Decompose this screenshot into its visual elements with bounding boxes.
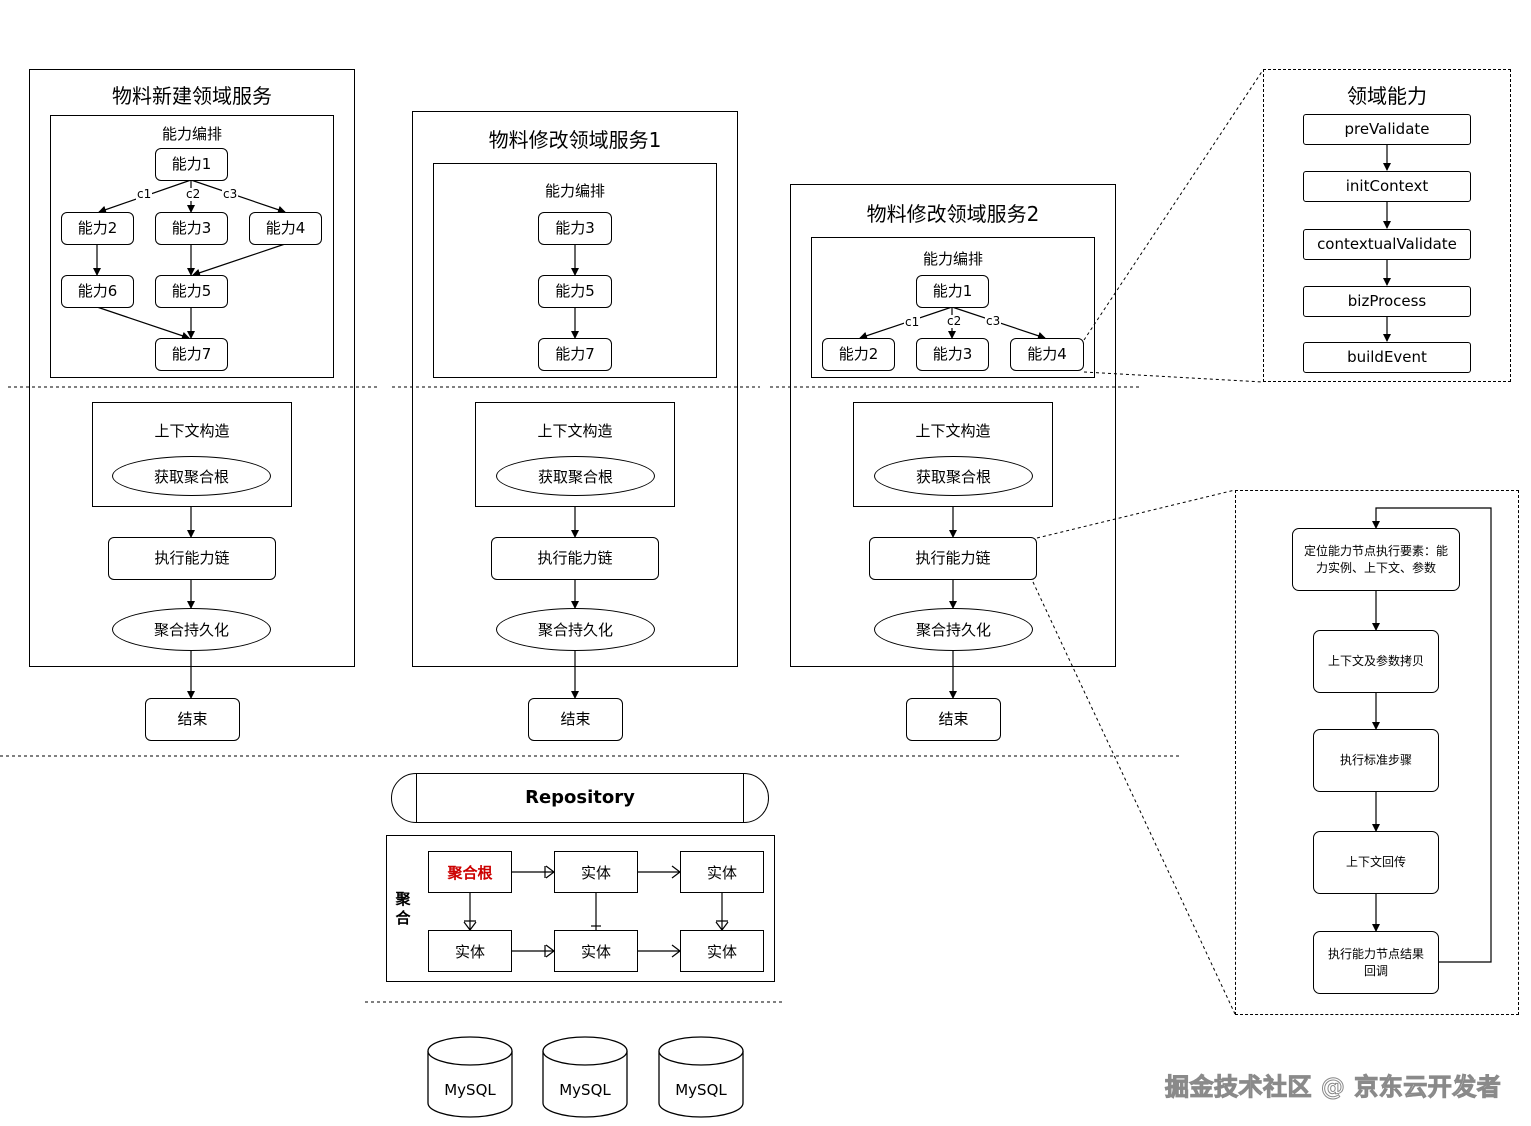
database-label: MySQL	[444, 1081, 496, 1099]
service2-orchestration-title: 能力编排	[544, 182, 605, 200]
context-return-step[interactable]: 上下文回传	[1313, 831, 1439, 894]
service3-title: 物料修改领域服务2	[866, 202, 1040, 226]
chain-detail-panel	[1235, 490, 1519, 1015]
locate-elements-step[interactable]: 定位能力节点执行要素：能力实例、上下文、参数	[1292, 528, 1460, 591]
pre-validate-step[interactable]: preValidate	[1303, 114, 1471, 145]
context-build-label: 上下文构造	[537, 422, 613, 440]
context-build-label: 上下文构造	[915, 422, 991, 440]
condition-label: c3	[222, 187, 239, 201]
capability-node[interactable]: 能力3	[538, 212, 612, 245]
copy-context-step[interactable]: 上下文及参数拷贝	[1313, 630, 1439, 693]
execute-chain[interactable]: 执行能力链	[108, 537, 276, 580]
entity-box[interactable]: 实体	[428, 930, 512, 972]
entity-box[interactable]: 实体	[554, 930, 638, 972]
aggregate-root-entity[interactable]: 聚合根	[428, 851, 512, 893]
capability-node[interactable]: 能力4	[1010, 338, 1084, 371]
condition-label: c1	[136, 187, 153, 201]
domain-capability-panel	[1263, 69, 1511, 382]
end-node[interactable]: 结束	[145, 698, 240, 741]
aggregate-persist[interactable]: 聚合持久化	[874, 608, 1033, 651]
condition-label: c3	[985, 314, 1002, 328]
build-event-step[interactable]: buildEvent	[1303, 342, 1471, 373]
execute-chain[interactable]: 执行能力链	[491, 537, 659, 580]
get-aggregate-root[interactable]: 获取聚合根	[496, 456, 655, 496]
aggregate-frame	[386, 835, 775, 982]
aggregate-label: 聚合	[395, 890, 411, 927]
result-callback-step[interactable]: 执行能力节点结果回调	[1313, 931, 1439, 994]
execute-chain[interactable]: 执行能力链	[869, 537, 1037, 580]
entity-box[interactable]: 实体	[680, 930, 764, 972]
biz-process-step[interactable]: bizProcess	[1303, 286, 1471, 317]
service1-title: 物料新建领域服务	[112, 84, 272, 108]
capability-node[interactable]: 能力4	[249, 212, 322, 245]
condition-label: c2	[185, 187, 202, 201]
capability-node[interactable]: 能力7	[155, 338, 228, 371]
capability-node[interactable]: 能力7	[538, 338, 612, 371]
capability-node[interactable]: 能力2	[822, 338, 895, 371]
service2-title: 物料修改领域服务1	[488, 128, 662, 152]
capability-node[interactable]: 能力3	[916, 338, 989, 371]
aggregate-persist[interactable]: 聚合持久化	[496, 608, 655, 651]
service1-orchestration-title: 能力编排	[161, 125, 222, 143]
watermark: 掘金技术社区 @ 京东云开发者	[1164, 1073, 1502, 1102]
service3-frame	[790, 184, 1116, 667]
context-build-label: 上下文构造	[154, 422, 230, 440]
capability-node[interactable]: 能力5	[155, 275, 228, 308]
service1-orchestration-frame	[50, 115, 334, 378]
entity-box[interactable]: 实体	[680, 851, 764, 893]
get-aggregate-root[interactable]: 获取聚合根	[874, 456, 1033, 496]
capability-node[interactable]: 能力1	[916, 275, 989, 308]
service3-orchestration-frame	[811, 237, 1095, 378]
repository-divider	[743, 773, 745, 823]
service2-orchestration-frame	[433, 163, 717, 378]
condition-label: c1	[904, 315, 921, 329]
get-aggregate-root[interactable]: 获取聚合根	[112, 456, 271, 496]
database-label: MySQL	[675, 1081, 727, 1099]
repository-divider	[416, 773, 418, 823]
entity-box[interactable]: 实体	[554, 851, 638, 893]
service3-orchestration-title: 能力编排	[922, 250, 983, 268]
service2-frame	[412, 111, 738, 667]
domain-capability-title: 领域能力	[1347, 84, 1427, 108]
execute-standard-step[interactable]: 执行标准步骤	[1313, 729, 1439, 792]
capability-node[interactable]: 能力1	[155, 148, 228, 181]
database-label: MySQL	[559, 1081, 611, 1099]
repository-cylinder[interactable]	[391, 773, 769, 823]
service1-frame	[29, 69, 355, 667]
end-node[interactable]: 结束	[906, 698, 1001, 741]
init-context-step[interactable]: initContext	[1303, 171, 1471, 202]
capability-node[interactable]: 能力6	[61, 275, 134, 308]
contextual-validate-step[interactable]: contextualValidate	[1303, 229, 1471, 260]
end-node[interactable]: 结束	[528, 698, 623, 741]
capability-node[interactable]: 能力3	[155, 212, 228, 245]
condition-label: c2	[946, 314, 963, 328]
capability-node[interactable]: 能力5	[538, 275, 612, 308]
repository-label: Repository	[525, 787, 635, 808]
capability-node[interactable]: 能力2	[61, 212, 134, 245]
aggregate-persist[interactable]: 聚合持久化	[112, 608, 271, 651]
